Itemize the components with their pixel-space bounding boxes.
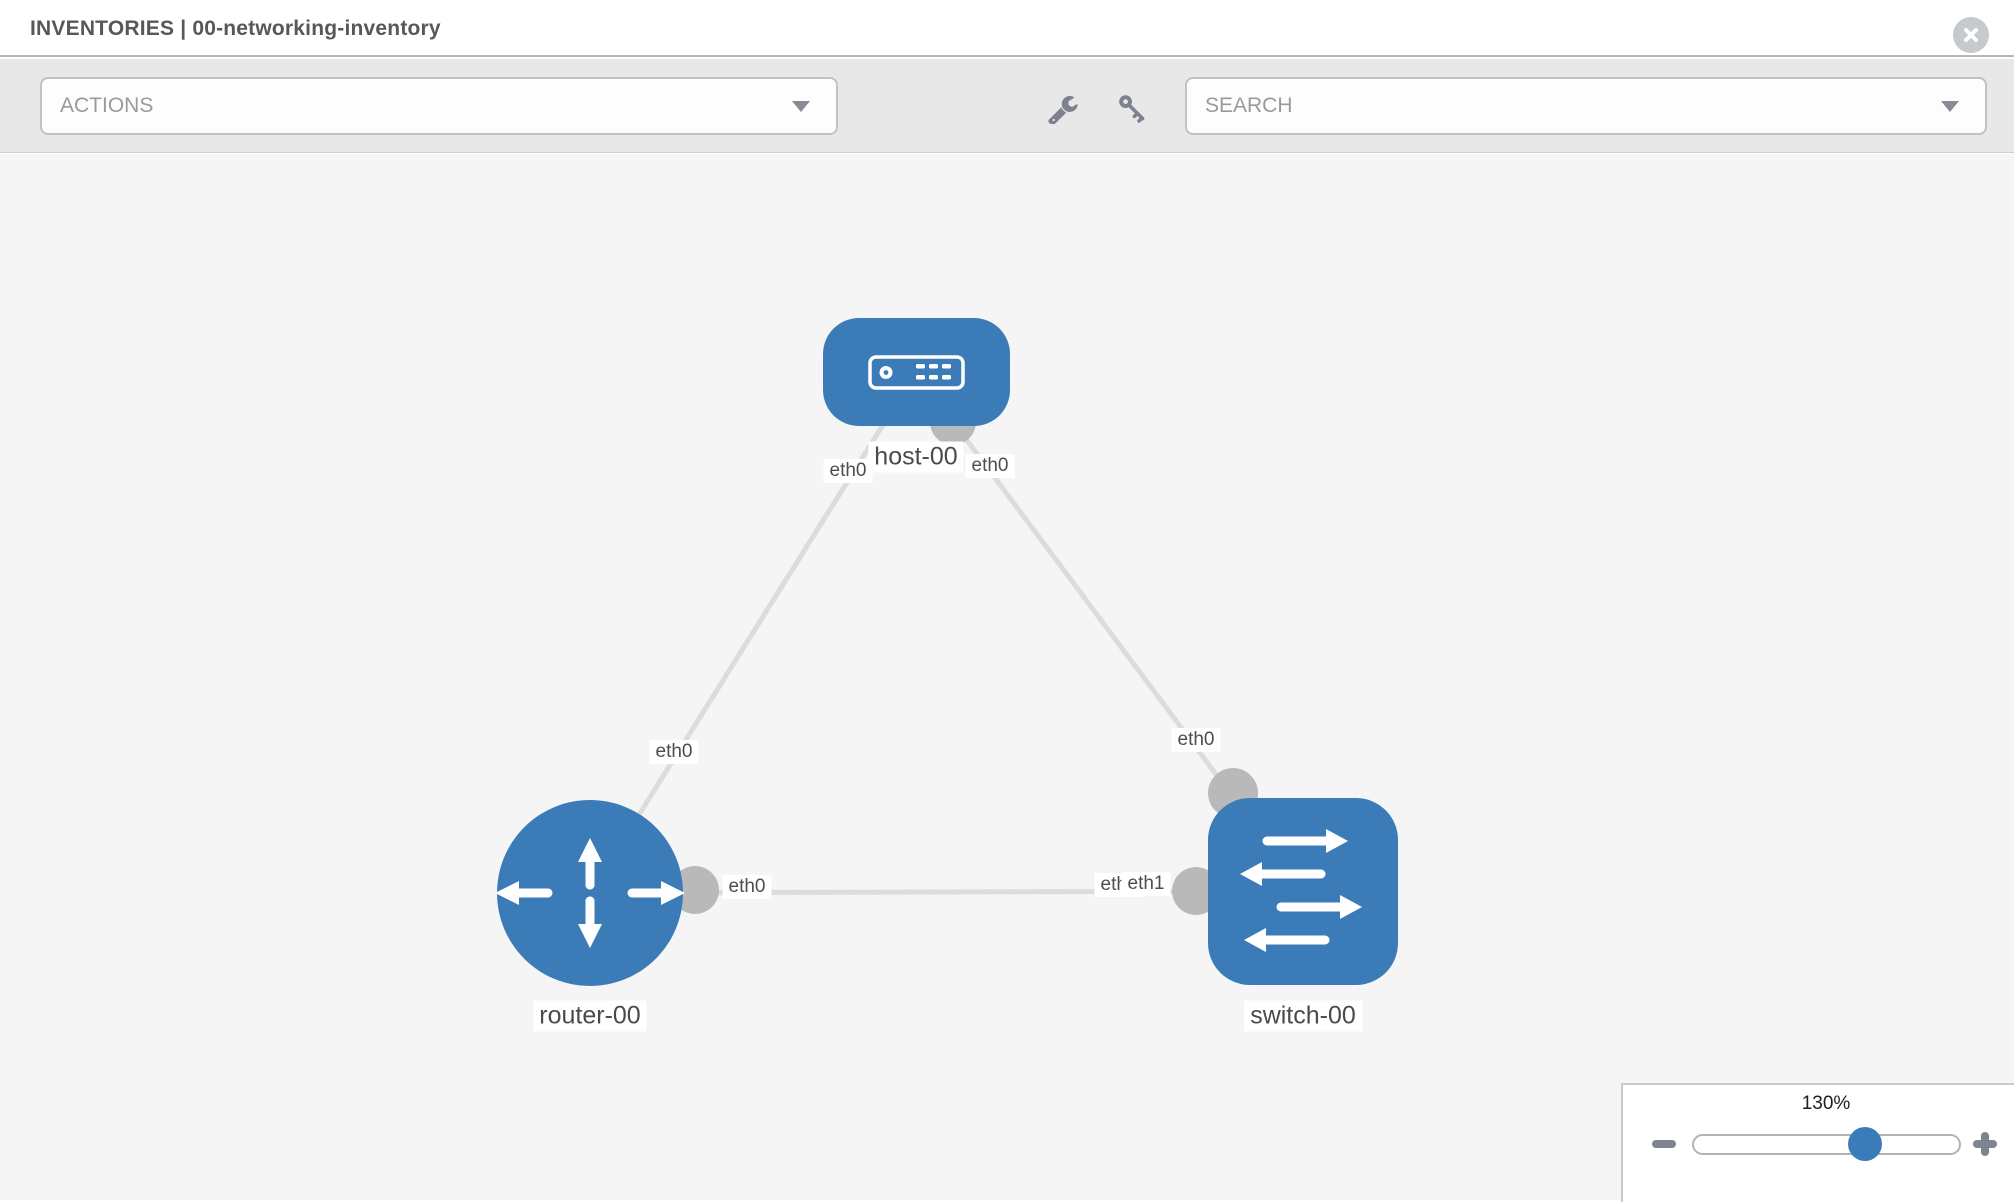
zoom-in-button[interactable]	[1973, 1132, 1997, 1156]
credentials-button[interactable]	[1110, 86, 1154, 130]
node-label-host: host-00	[868, 441, 964, 473]
close-button[interactable]	[1953, 17, 1989, 53]
interface-dot-router	[671, 866, 719, 914]
node-label-router: router-00	[533, 1000, 647, 1032]
interface-label-host-left: eth0	[823, 459, 873, 483]
tools-button[interactable]	[1042, 86, 1086, 130]
host-icon	[868, 355, 965, 390]
zoom-slider-track[interactable]	[1692, 1134, 1961, 1155]
node-switch-00[interactable]	[1208, 798, 1398, 985]
router-icon-arrows	[516, 851, 664, 935]
close-icon	[1964, 28, 1978, 42]
page-title: INVENTORIES | 00-networking-inventory	[30, 17, 441, 40]
zoom-slider-thumb[interactable]	[1848, 1127, 1882, 1161]
switch-icon	[1240, 829, 1362, 952]
node-host-00[interactable]	[823, 318, 1010, 426]
interface-label-link-router: eth0	[649, 740, 699, 764]
topology-canvas[interactable]: host-00 router-00 switch-00 eth0 eth0 et…	[0, 154, 2014, 1202]
key-icon	[1119, 95, 1145, 123]
zoom-level-value: 130%	[1801, 1093, 1851, 1114]
interface-label-host-right: eth0	[965, 454, 1015, 478]
interface-label-router-right: eth0	[722, 875, 772, 899]
chevron-down-icon	[1941, 101, 1959, 112]
zoom-out-button[interactable]	[1652, 1140, 1676, 1148]
link-host-router[interactable]	[587, 370, 919, 895]
actions-dropdown[interactable]: ACTIONS	[40, 77, 838, 135]
actions-dropdown-label: ACTIONS	[60, 94, 154, 117]
chevron-down-icon	[792, 101, 810, 112]
node-label-switch: switch-00	[1244, 1000, 1362, 1032]
header-bar: INVENTORIES | 00-networking-inventory	[0, 0, 2014, 57]
node-router-00[interactable]	[495, 800, 685, 986]
zoom-panel: 130%	[1621, 1083, 2014, 1202]
interface-label-link-switch: eth0	[1171, 728, 1221, 752]
interface-label-switch-eth1: eth1	[1121, 872, 1171, 896]
toolbar: ACTIONS SEARCH	[0, 59, 2014, 153]
wrench-icon	[1048, 96, 1078, 124]
topology-graph	[495, 318, 1398, 986]
search-input[interactable]: SEARCH	[1185, 77, 1987, 135]
search-placeholder: SEARCH	[1205, 94, 1293, 117]
